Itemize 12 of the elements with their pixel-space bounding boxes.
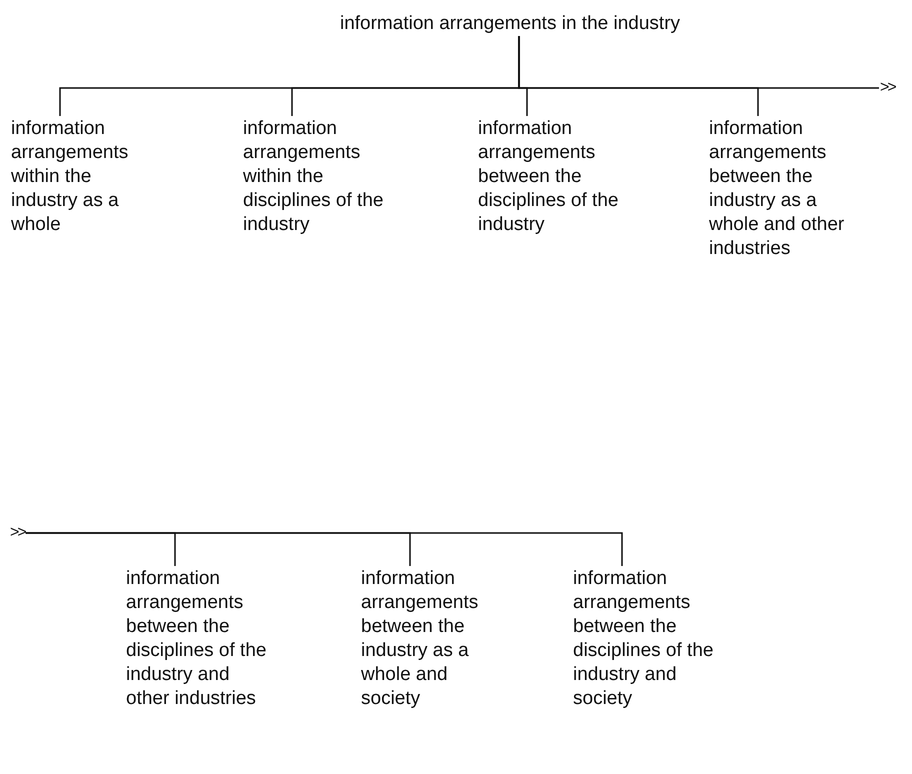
connector-line	[518, 36, 880, 89]
branch-text: information arrangements between the industry as a whole and society	[361, 567, 511, 711]
branch-text: information arrangements between the disciplines of the industry	[478, 117, 628, 237]
branch-text: information arrangements within the disciplines of the industry	[243, 117, 393, 237]
root-text: information arrangements in the industry	[300, 12, 720, 36]
continuation-mark: >>	[880, 78, 895, 98]
continuation-mark: >>	[10, 523, 25, 543]
branch-text: information arrangements between the industry as a whole and other industries	[709, 117, 859, 261]
branch-text: information arrangements within the industry as a whole	[11, 117, 161, 237]
connector-line	[26, 532, 623, 566]
branch-text: information arrangements between the disciplines of the industry and society	[573, 567, 723, 711]
branch-text: information arrangements between the disciplines of the industry and other industries	[126, 567, 276, 711]
